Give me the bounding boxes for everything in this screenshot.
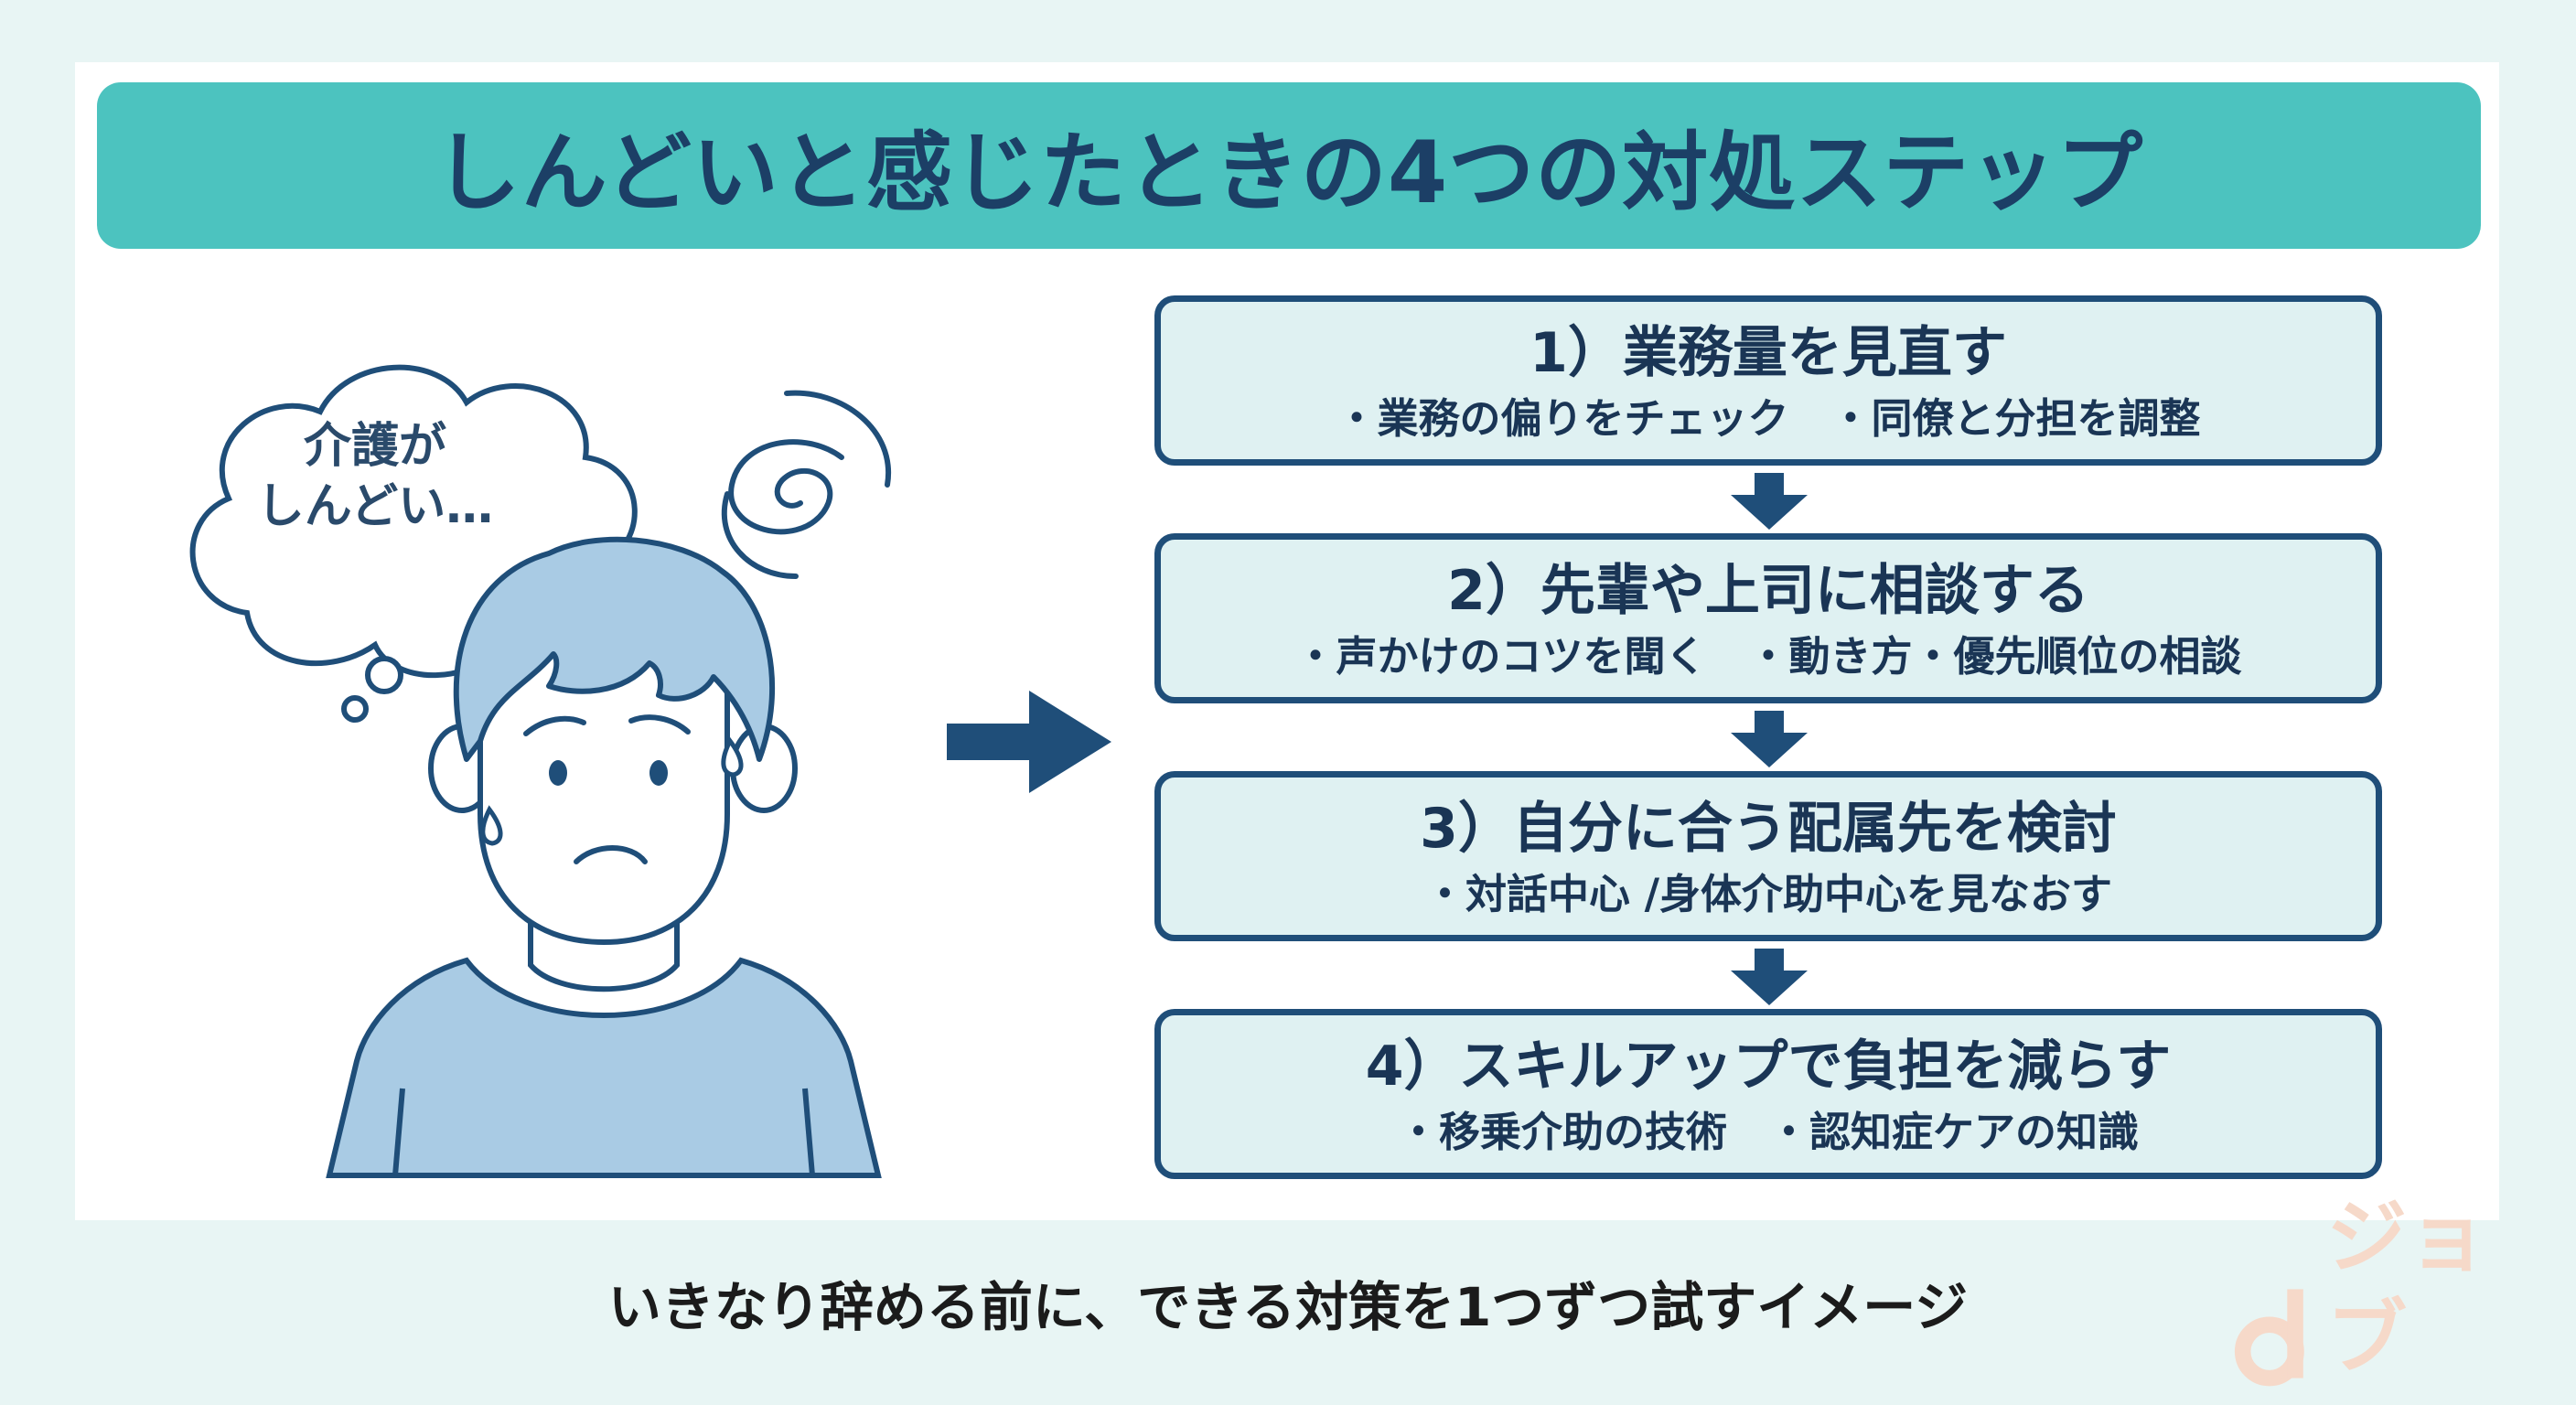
d-logo-icon (2234, 1289, 2304, 1387)
step-3-detail: ・対話中心 /身体介助中心を見なおす (1423, 870, 2113, 918)
step-4-box: 4）スキルアップで負担を減らす ・移乗介助の技術 ・認知症ケアの知識 (1154, 1009, 2382, 1179)
title-banner: しんどいと感じたときの4つの対処ステップ (97, 82, 2481, 249)
right-arrow-icon (947, 691, 1111, 793)
down-arrow-icon (1731, 711, 1808, 767)
step-4-detail: ・移乗介助の技術 ・認知症ケアの知識 (1397, 1108, 2139, 1156)
watermark-text: ジョブ (2326, 1190, 2488, 1385)
step-1-detail: ・業務の偏りをチェック ・同僚と分担を調整 (1336, 394, 2201, 443)
step-3-title: 3）自分に合う配属先を検討 (1420, 797, 2117, 861)
dizzy-swirl-icon (721, 390, 892, 579)
step-2-detail: ・声かけのコツを聞く ・動き方・優先順位の相談 (1294, 632, 2242, 681)
thought-bubble-line-1: 介護が (303, 419, 446, 474)
step-1-box: 1）業務量を見直す ・業務の偏りをチェック ・同僚と分担を調整 (1154, 295, 2382, 466)
worried-person-illustration (189, 364, 892, 1178)
step-2-title: 2）先輩や上司に相談する (1447, 559, 2089, 623)
step-4-title: 4）スキルアップで負担を減らす (1365, 1035, 2172, 1099)
page-title: しんどいと感じたときの4つの対処ステップ (434, 123, 2144, 223)
down-arrow-icon (1731, 949, 1808, 1005)
down-arrow-icon (1731, 473, 1808, 530)
shirt (326, 957, 882, 1178)
step-1-title: 1）業務量を見直す (1530, 321, 2007, 385)
caption: いきなり辞める前に、できる対策を1つずつ試すイメージ (607, 1276, 1969, 1338)
sweat-drop-icon (480, 736, 744, 846)
step-3-box: 3）自分に合う配属先を検討 ・対話中心 /身体介助中心を見なおす (1154, 771, 2382, 941)
thought-bubble-text: 介護が しんどい… (238, 416, 512, 537)
step-2-box: 2）先輩や上司に相談する ・声かけのコツを聞く ・動き方・優先順位の相談 (1154, 533, 2382, 703)
watermark-logo: ジョブ (2232, 1190, 2561, 1389)
hair (453, 536, 776, 762)
thought-bubble-line-2: しんどい… (256, 479, 494, 534)
